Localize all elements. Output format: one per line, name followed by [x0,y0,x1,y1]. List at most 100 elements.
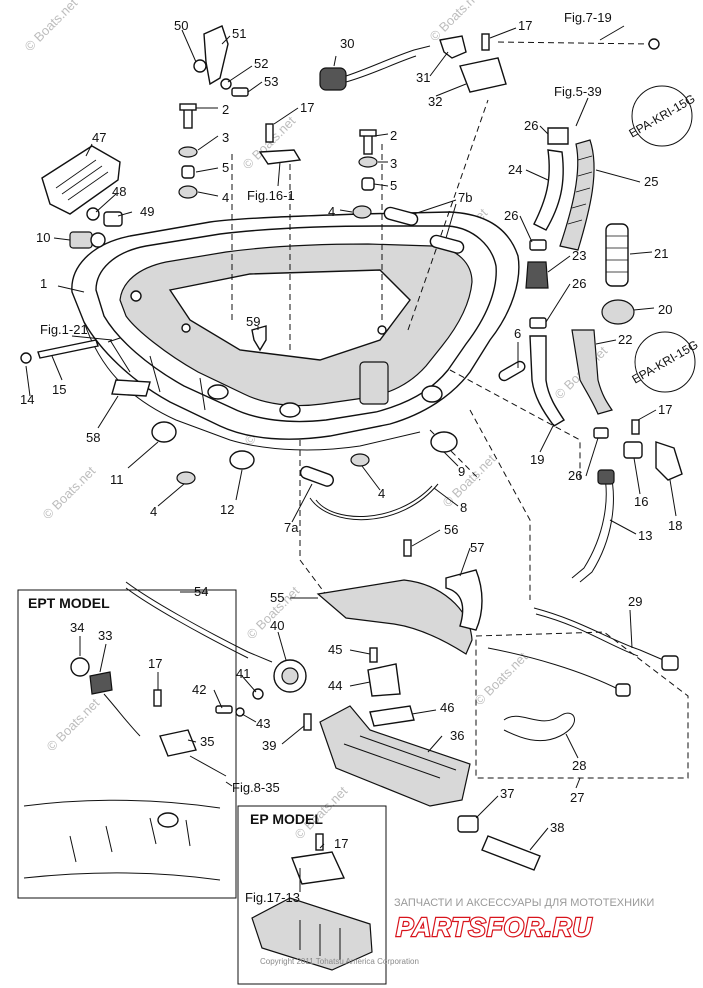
fig-ref: Fig.16-1 [247,188,295,203]
plug-12 [229,450,255,470]
clamp-26 [593,427,609,439]
kit-box-27 [475,631,689,779]
part-label: 43 [256,716,270,731]
cover-hole-left [207,384,229,400]
part-label: 31 [416,70,430,85]
clip-59 [251,325,267,352]
leader [433,487,459,507]
bolt-plate-fig16 [258,123,302,165]
watermark-text: © Boats.net [440,451,499,510]
leader [241,713,257,723]
epa-tag-bottom: EPA-KRI-15G [630,331,700,393]
leader [221,35,231,45]
part-label: 19 [530,452,544,467]
wire-13 [579,469,614,583]
figure-references: Fig.7-19 Fig.5-39 Fig.16-1 Fig.1-21 Fig.… [40,10,612,905]
part-label: 27 [570,790,584,805]
leader [427,735,443,753]
pulley-inner [281,667,299,685]
plug-11 [151,421,177,443]
part-label: 9 [458,464,465,479]
leader [197,135,219,151]
leader [669,479,677,517]
leader [277,631,287,661]
part-label: 26 [524,118,538,133]
part-label: 17 [334,836,348,851]
grommet-4 [352,205,372,219]
dashed-leader [299,440,331,601]
copyright: Copyright 2011 Tohatsu America Corporati… [260,957,419,966]
leader [247,81,263,93]
fig-ref: Fig.17-13 [245,890,300,905]
grommet-4 [176,471,196,485]
cap-13 [597,469,615,485]
wire-13 [571,471,607,579]
collar-5 [181,165,195,179]
leader [213,689,223,709]
shop-brand: PARTSFOR.RU [396,912,593,942]
leader [95,193,117,213]
leader [529,827,549,851]
leader [97,395,119,429]
epa-tag-top: EPA-KRI-15G [627,85,697,147]
leader [475,795,499,819]
leader [489,27,517,39]
part-label: 39 [262,738,276,753]
shop-tagline: ЗАПЧАСТИ И АКСЕССУАРЫ ДЛЯ МОТОТЕХНИКИ [394,897,654,909]
part-label: 44 [328,678,342,693]
part-label: 1 [40,276,47,291]
leader [53,237,71,241]
ept-cover-ribs [69,817,191,863]
part-label: 4 [328,204,335,219]
fuel-hoses [525,127,635,439]
part-label: 7b [458,190,472,205]
part-label: 7a [284,520,299,535]
part-label: 11 [110,472,124,487]
fig-ref: Fig.7-19 [564,10,612,25]
part-label: 8 [460,500,467,515]
leader [57,285,85,293]
part-label: 4 [150,504,157,519]
bushing-10-body [69,231,93,249]
harness-29 [533,607,669,663]
part-label: 40 [270,618,284,633]
switch-wire [345,45,431,77]
part-label: 24 [508,162,522,177]
leader [633,307,655,311]
pad-46 [369,705,415,727]
leader [565,733,579,759]
hose-24 [533,149,564,231]
grommet-7b [383,206,419,226]
hose-19 [529,335,565,427]
part-label: 32 [428,94,442,109]
hose-25 [559,139,595,251]
ept-cover-edge [23,799,221,809]
part-label: 53 [264,74,278,89]
ep-tray [251,897,373,971]
bracket-44 [367,663,401,697]
leader [547,255,571,273]
part-label: 33 [98,628,112,643]
part-label: 34 [70,620,84,635]
rod-54 [125,587,249,659]
bolt-17 [315,833,324,851]
leader [445,203,457,239]
leader [127,441,159,469]
leader [107,337,121,343]
leader [637,409,657,421]
ept-wire [103,693,141,737]
cable-end [648,38,660,50]
part-label: 41 [236,666,250,681]
leader [181,29,197,63]
hose-25-hatch [567,155,593,225]
coil-cord-28 [503,712,575,742]
ep-plate [291,851,346,885]
part-number-labels: 1 2 2 3 3 4 4 4 4 5 5 6 7a 7b 8 9 10 11 … [20,18,682,851]
part-label: 17 [658,402,672,417]
leader [373,133,389,137]
ept-cover-hole [157,812,179,828]
latch-plate-51 [203,25,229,86]
dashed-leader [469,409,531,600]
